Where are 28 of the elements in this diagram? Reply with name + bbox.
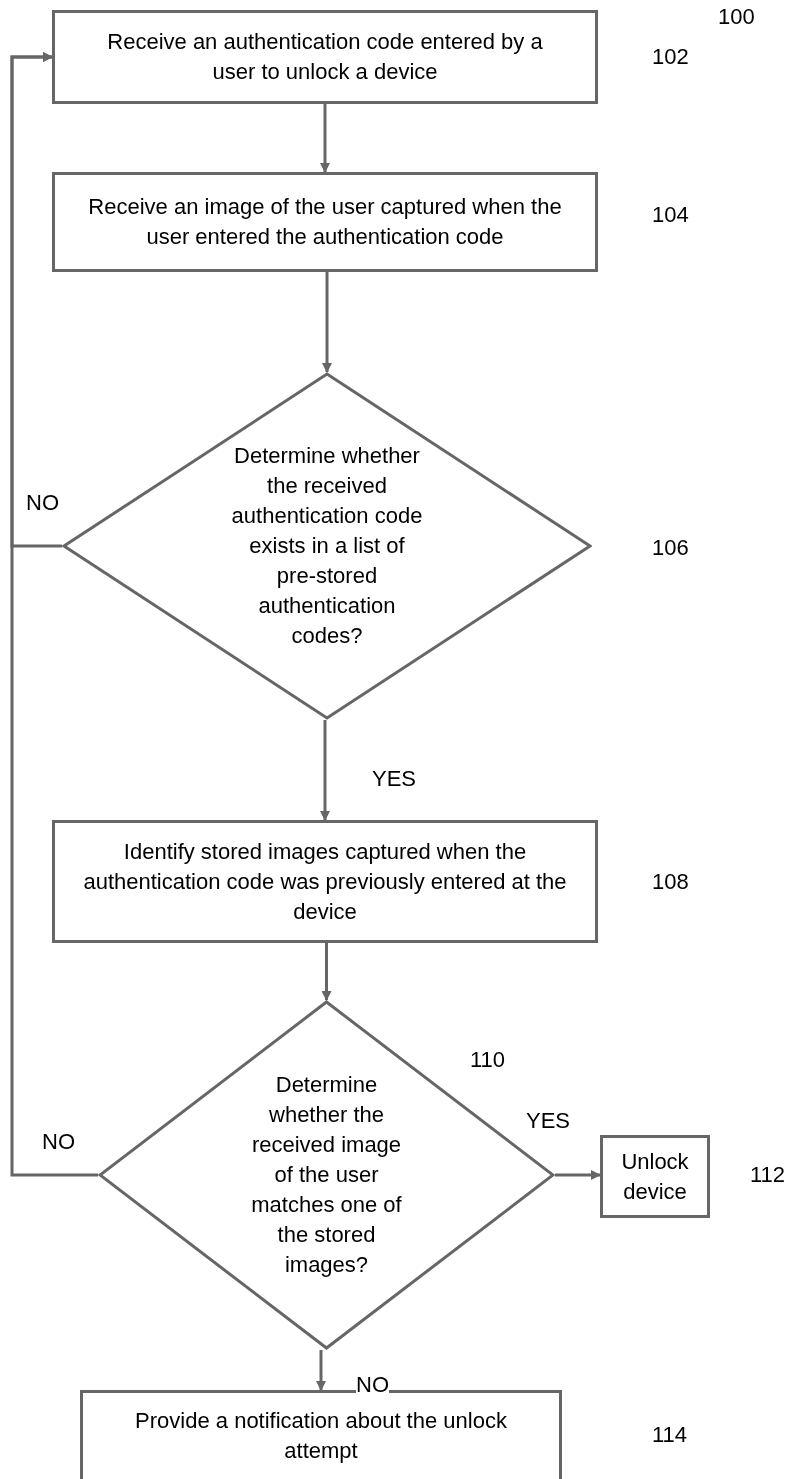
step-number: 112 <box>750 1161 786 1189</box>
connector-arrow <box>555 1170 601 1180</box>
step-number: 102 <box>652 43 689 71</box>
process-box <box>80 1390 562 1479</box>
process-box <box>52 820 598 943</box>
connector-arrow <box>316 1350 326 1391</box>
step-text: Determine whether the received image of the user matches one of the stored images? <box>250 1071 403 1279</box>
connector-arrow <box>320 720 330 821</box>
connector-arrow <box>10 52 98 1177</box>
figure-number: 100 <box>718 3 755 31</box>
step-text: Determine whether the received authentication code exists in a list of pre-stored authentication codes? <box>230 442 424 650</box>
process-box <box>52 10 598 104</box>
step-number: 104 <box>652 201 689 229</box>
step-number: 108 <box>652 868 689 896</box>
step-number: 106 <box>652 534 689 562</box>
decision-diamond <box>62 372 592 720</box>
connector-arrow <box>322 272 332 373</box>
connector-arrow <box>321 943 332 1001</box>
figure-number: 114 <box>652 1421 688 1449</box>
step-text: Receive an image of the user captured when the user entered the authentication code <box>87 193 563 251</box>
process-box <box>52 172 598 272</box>
step-text: Unlock device <box>620 1147 690 1206</box>
connector-arrow <box>320 104 330 173</box>
step-text: Identify stored images captured when the authentication code was previously entered at the device <box>82 837 568 926</box>
step-text: Provide a notification about the unlock attempt <box>134 1407 508 1465</box>
process-box <box>600 1135 710 1218</box>
step-text: Receive an authentication code entered by a user to unlock a device <box>106 28 544 86</box>
step-number: 110 <box>470 1046 506 1074</box>
